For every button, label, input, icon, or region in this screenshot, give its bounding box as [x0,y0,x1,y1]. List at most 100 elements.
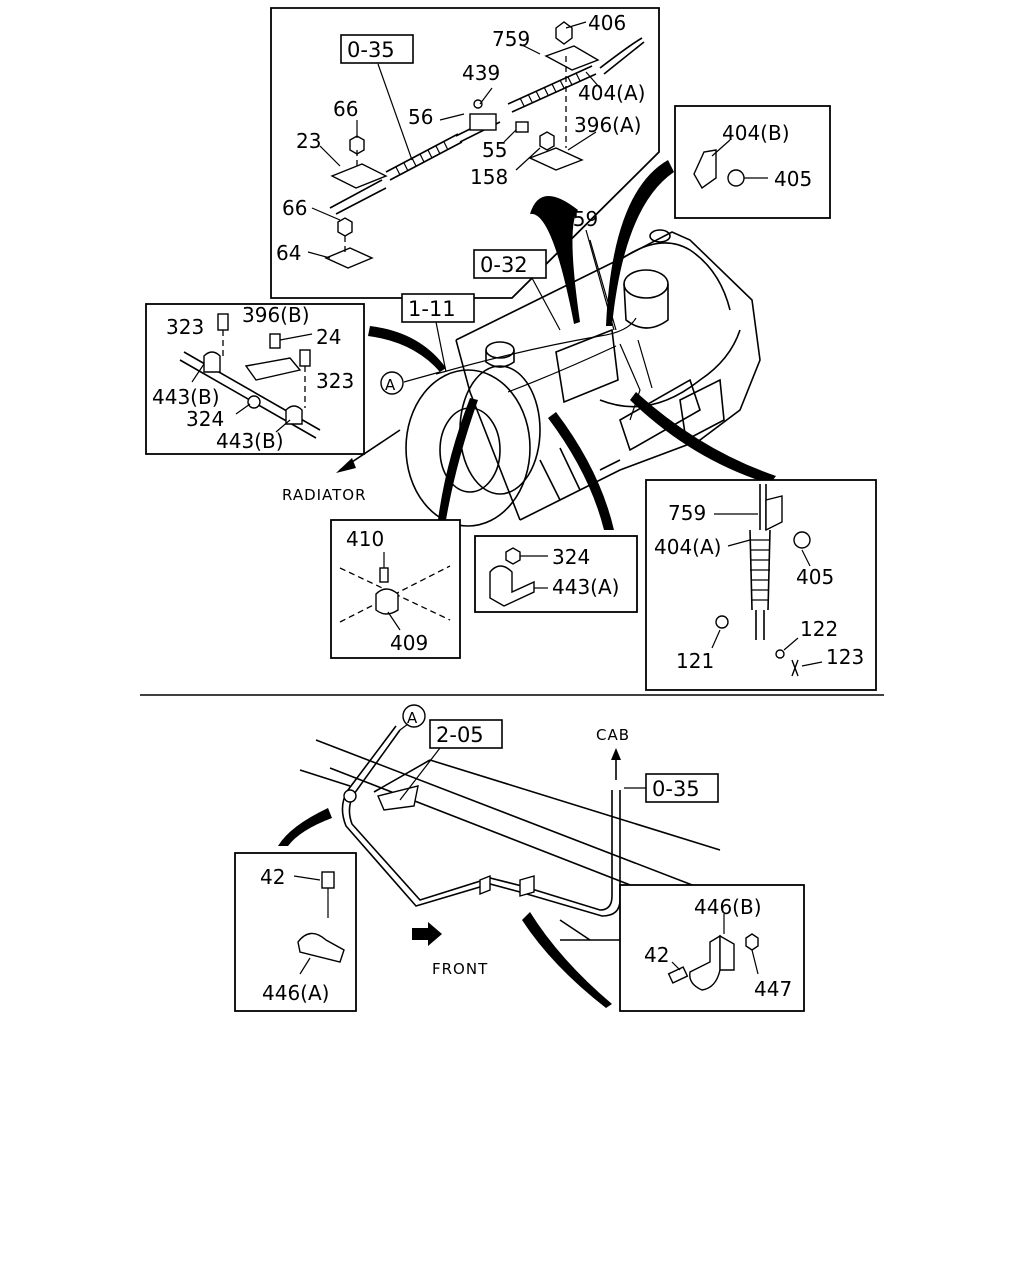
ref-label-0-35-bottom: 0-35 [652,777,700,801]
cable-boot-right [749,529,771,611]
callout-swooshes [278,160,776,1008]
detail-box-clamp-409: 410 409 [330,519,461,659]
part-label-405-top: 405 [774,167,812,191]
part-label-121: 121 [676,649,714,673]
fuel-filter [623,269,669,299]
flywheel-housing [405,369,531,527]
chassis-frame-illustration: A 2-05 0-35 CAB FRONT [299,704,721,978]
ref-box-0-35-top [340,34,414,64]
ref-label-1-11: 1-11 [408,297,456,321]
part-label-404a-right: 404(A) [654,535,721,559]
part-label-123: 123 [826,645,864,669]
bracket-404b [693,149,717,190]
bolt-405-top [727,169,745,187]
part-label-24: 24 [316,325,341,349]
clip-443b-upper [203,351,221,373]
washer-439 [473,99,483,109]
part-label-446b: 446(B) [694,895,762,919]
part-label-759-mid: 759 [560,207,598,231]
part-label-404b: 404(B) [722,121,790,145]
part-label-64: 64 [276,241,301,265]
detail-box-clip-443a: 324 443(A) [474,535,638,613]
part-label-323-b: 323 [316,369,354,393]
bracket-396b [244,357,302,381]
detail-box-cable-bracket: 0-35 406 759 439 404(A) 66 56 396(A) 23 … [270,7,660,299]
radiator-label: RADIATOR [282,486,367,504]
part-label-396a: 396(A) [574,113,641,137]
part-label-122: 122 [800,617,838,641]
part-label-324-b: 324 [552,545,590,569]
detail-box-clip-446b: 446(B) 42 447 [619,884,805,1012]
part-label-759-top: 759 [492,27,530,51]
oil-filler-cap [485,341,515,359]
clamp-409 [375,588,399,615]
front-label: FRONT [432,960,488,978]
ref-box-1-11 [401,293,475,323]
bracket-404a [544,45,600,71]
part-label-66-b: 66 [282,196,307,220]
nut-158 [539,131,555,151]
part-label-42-b: 42 [644,943,669,967]
clip-frame-left [343,789,357,803]
part-label-56: 56 [408,105,433,129]
part-label-443b-a: 443(B) [152,385,220,409]
joint-block [469,113,497,131]
part-label-42-a: 42 [260,865,285,889]
part-label-447: 447 [754,977,792,1001]
bolt-42-a [321,871,335,889]
detail-box-clip-443b: 323 396(B) 24 323 443(B) 324 443(B) [145,303,365,455]
part-label-55: 55 [482,138,507,162]
detail-box-clip-446a: 42 446(A) [234,852,357,1012]
engine-illustration: A RADIATOR 0-32 1-11 759 [282,207,761,527]
clip-446a [297,932,345,963]
nut-66-bottom [337,217,353,237]
nut-447 [745,933,759,951]
part-label-439: 439 [462,61,500,85]
nut-324 [247,395,261,409]
bracket-64 [324,247,374,269]
bolt-323-top [217,313,229,331]
clip-123 [791,659,799,677]
part-label-406: 406 [588,11,626,35]
part-label-66-a: 66 [333,97,358,121]
part-label-443b-b: 443(B) [216,429,284,453]
ref-box-0-32 [473,249,547,279]
clip-frame-mid [479,874,491,896]
part-label-443a: 443(A) [552,575,619,599]
clip-446b [689,934,721,991]
part-label-396b: 396(B) [242,303,310,327]
bracket-396a [528,147,584,171]
bolt-24 [269,333,281,349]
callout-a-top: A [385,376,396,394]
bolt-42-b [667,966,689,984]
ref-label-2-05: 2-05 [436,723,484,747]
clip-443b-lower [285,405,303,425]
part-label-759-right: 759 [668,501,706,525]
detail-box-cable-end: 759 404(A) 405 122 121 123 [645,479,877,691]
ref-box-2-05 [429,719,503,749]
ref-label-0-35-top: 0-35 [347,38,395,62]
part-label-158: 158 [470,165,508,189]
bracket-frame [377,785,419,811]
pin-121 [715,615,729,629]
front-arrow [412,922,442,946]
cable-boot-upper [507,65,597,113]
part-label-324-a: 324 [186,407,224,431]
bracket-404a-right [765,495,783,532]
part-label-404a-top: 404(A) [578,81,645,105]
clip-443a [489,565,535,607]
part-label-405-right: 405 [796,565,834,589]
part-label-23: 23 [296,129,321,153]
washer-122 [775,649,785,659]
part-label-446a: 446(A) [262,981,329,1005]
nut-324-b [505,547,521,565]
part-label-409: 409 [390,631,428,655]
cab-label: CAB [596,726,630,744]
callout-a-bottom: A [407,709,418,727]
bracket-23 [330,163,388,189]
part-label-323-a: 323 [166,315,204,339]
part-label-410: 410 [346,527,384,551]
bolt-405-right [793,531,811,549]
ref-box-0-35-bottom [645,773,719,803]
